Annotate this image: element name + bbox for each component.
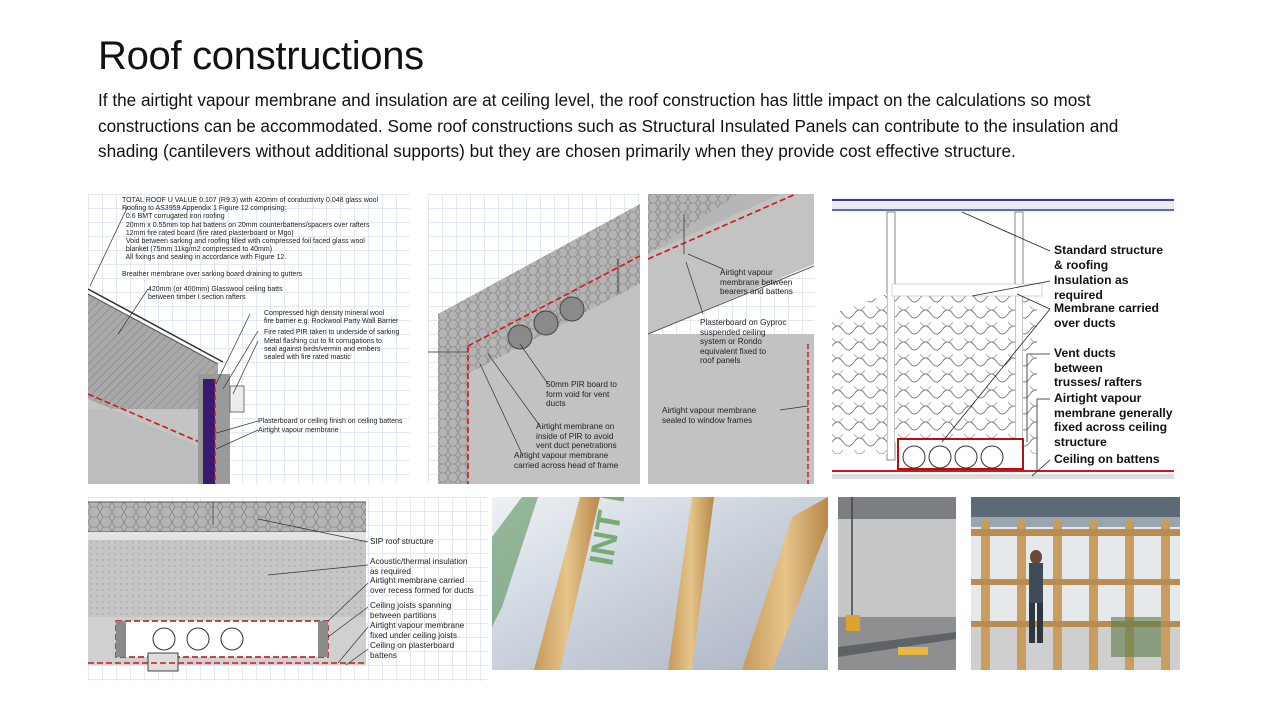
sip-roof-diagram: SIP roof structure Acoustic/thermal insu… xyxy=(88,497,488,681)
ducts-between-trusses-diagram: Standard structure & roofing Insulation … xyxy=(832,194,1190,484)
plasterboard-battens-note: Ceiling on plasterboard battens xyxy=(370,641,455,660)
fire-rated-pir-note: Fire rated PIR taken to underside of sar… xyxy=(264,329,400,336)
sip-panel-shape xyxy=(438,204,640,484)
slide-body-text: If the airtight vapour membrane and insu… xyxy=(98,90,1119,161)
suspended-frame-photo xyxy=(838,497,956,670)
vapour-membrane-note: Airtight vapour membrane xyxy=(258,427,339,434)
eave-detail-diagram: TOTAL ROOF U VALUE 0.107 (R9.3) with 420… xyxy=(88,194,410,484)
vent-ducts-note: Vent ducts between trusses/ rafters xyxy=(1054,346,1143,390)
timber-framing-photo xyxy=(971,497,1180,670)
acoustic-insulation-note: Acoustic/thermal insulation as required xyxy=(370,557,468,576)
vent-duct-3 xyxy=(559,296,585,322)
ceiling-joists-note: Ceiling joists spanning between partitio… xyxy=(370,601,452,620)
membrane-ceiling-note: Airtight vapour membrane generally fixed… xyxy=(1054,391,1173,449)
membrane-over-ducts-note: Membrane carried over ducts xyxy=(1054,301,1159,330)
timber-batten-3 xyxy=(742,497,828,670)
vent-duct-1 xyxy=(507,324,533,350)
eave-detail-drawing xyxy=(88,205,259,484)
pir-board-note: 50mm PIR board to form void for vent duc… xyxy=(546,380,617,409)
timber-framing-illustration xyxy=(971,497,1180,670)
glasswool-batts-note: 420mm (or 400mm) Glasswool ceiling batts… xyxy=(148,286,283,302)
suspended-ceiling-drawing xyxy=(648,194,814,484)
insulation-required-note: Insulation as required xyxy=(1054,273,1129,302)
membrane-bearers-note: Airtight vapour membrane between bearers… xyxy=(720,268,793,297)
timber-batten-2 xyxy=(668,497,714,670)
slide-title: Roof constructions xyxy=(98,34,424,78)
insulation-fill xyxy=(895,294,1015,442)
vent-duct-2 xyxy=(533,310,559,336)
suspended-frame-illustration xyxy=(838,497,956,670)
window-seal-note: Airtight vapour membrane sealed to windo… xyxy=(662,406,757,425)
pir-vent-void-diagram: 50mm PIR board to form void for vent duc… xyxy=(428,194,640,484)
plasterboard-note: Plasterboard or ceiling finish on ceilin… xyxy=(258,418,403,425)
roof-insulation-shape xyxy=(88,294,218,409)
timber-batten-1 xyxy=(534,497,600,670)
suspended-ceiling-diagram: Airtight vapour membrane between bearers… xyxy=(648,194,814,484)
sip-roof-drawing xyxy=(88,501,369,672)
ceiling-battens-note: Ceiling on battens xyxy=(1054,452,1160,466)
membrane-frame-note: Airtight vapour membrane carried across … xyxy=(514,451,619,470)
membrane-fixed-note: Airtight vapour membrane fixed under cei… xyxy=(370,621,465,640)
membrane-recess-note: Airtight membrane carried over recess fo… xyxy=(370,576,474,595)
membrane-pir-note: Airtight membrane on inside of PIR to av… xyxy=(536,422,617,451)
roof-spec-note: TOTAL ROOF U VALUE 0.107 (R9.3) with 420… xyxy=(122,197,379,278)
sip-panel-band xyxy=(88,502,366,532)
standard-structure-note: Standard structure & roofing xyxy=(1054,243,1164,272)
fire-barrier-block xyxy=(203,379,215,484)
ducts-between-trusses-drawing xyxy=(832,198,1174,479)
membrane-battens-photo: INT F10 xyxy=(492,497,828,670)
sip-structure-note: SIP roof structure xyxy=(370,537,434,546)
metal-flashing-note: Metal flashing cut to fit corrugations t… xyxy=(264,338,382,362)
membrane-battens-illustration: INT F10 xyxy=(492,497,828,670)
gyproc-ceiling-note: Plasterboard on Gyproc suspended ceiling… xyxy=(700,318,787,366)
room-wall-shape xyxy=(88,399,218,484)
pir-vent-void-drawing xyxy=(428,204,640,484)
mineral-wool-note: Compressed high density mineral wool fir… xyxy=(264,310,399,326)
